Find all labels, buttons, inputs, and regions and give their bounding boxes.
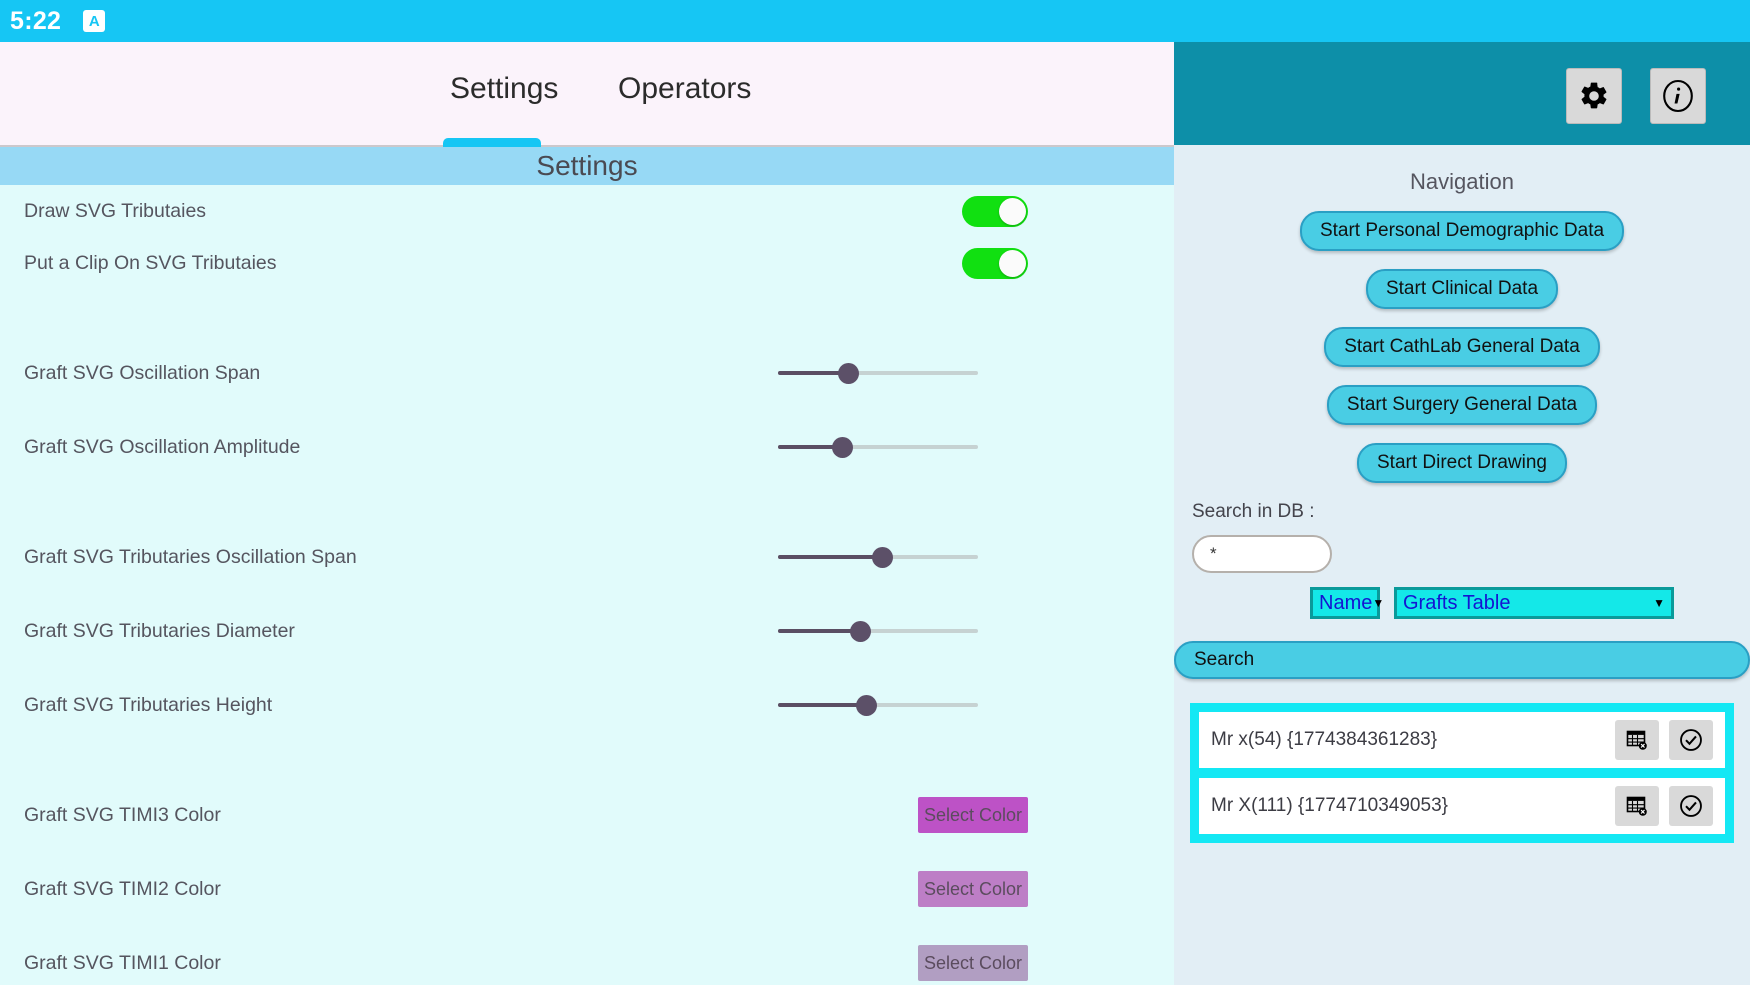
slider-fill — [778, 445, 842, 449]
search-selectors: Name ▼ Grafts Table ▼ — [1174, 587, 1750, 619]
setting-label: Put a Clip On SVG Tributaies — [24, 251, 277, 274]
setting-label: Graft SVG Tributaries Oscillation Span — [24, 545, 357, 568]
slider-fill — [778, 703, 866, 707]
slider-fill — [778, 371, 848, 375]
setting-row: Graft SVG Oscillation Span — [0, 347, 1174, 399]
setting-row: Draw SVG Tributaies — [0, 185, 1174, 237]
search-field-select-value: Name — [1319, 591, 1373, 614]
slider-track — [778, 703, 978, 707]
tab-active-indicator — [443, 138, 541, 147]
android-app-icon: A — [83, 10, 106, 32]
slider-track — [778, 371, 978, 375]
setting-label: Graft SVG Oscillation Amplitude — [24, 435, 301, 458]
setting-label: Graft SVG Oscillation Span — [24, 361, 261, 384]
result-row[interactable]: Mr X(111) {1774710349053} — [1199, 778, 1725, 834]
setting-label: Graft SVG Tributaries Height — [24, 693, 273, 716]
slider-thumb[interactable] — [856, 695, 877, 716]
side-panel-header — [1174, 42, 1750, 145]
select-color-timi3-button[interactable]: Select Color — [918, 797, 1028, 833]
setting-row: Put a Clip On SVG Tributaies — [0, 237, 1174, 289]
search-button[interactable]: Search — [1174, 641, 1750, 679]
toggle-draw-svg-tributaies[interactable] — [962, 195, 1028, 227]
search-label: Search in DB : — [1192, 501, 1315, 522]
settings-pane: Settings Operators Settings Draw SVG Tri… — [0, 42, 1174, 985]
select-color-timi2-button[interactable]: Select Color — [918, 871, 1028, 907]
start-clinical-data-button[interactable]: Start Clinical Data — [1365, 269, 1559, 309]
slider-track — [778, 629, 978, 633]
result-label: Mr X(111) {1774710349053} — [1211, 795, 1448, 816]
section-banner: Settings — [0, 147, 1174, 185]
side-panel: Navigation Start Personal Demographic Da… — [1174, 42, 1750, 985]
setting-row: Graft SVG Tributaries Oscillation Span — [0, 531, 1174, 583]
setting-row: Graft SVG TIMI3 Color Select Color — [0, 789, 1174, 841]
status-bar: 5:22 A — [0, 0, 1750, 42]
check-circle-icon[interactable] — [1669, 786, 1713, 826]
slider-thumb[interactable] — [872, 547, 893, 568]
navigation-title: Navigation — [1410, 169, 1514, 194]
start-personal-demographic-data-button[interactable]: Start Personal Demographic Data — [1299, 211, 1625, 251]
gear-icon[interactable] — [1566, 68, 1622, 124]
slider-graft-svg-tributaries-diameter[interactable] — [778, 616, 978, 646]
slider-thumb[interactable] — [850, 621, 871, 642]
toggle-clip-on-svg-tributaies[interactable] — [962, 247, 1028, 279]
setting-row: Graft SVG Oscillation Amplitude — [0, 421, 1174, 473]
search-input[interactable] — [1192, 535, 1332, 573]
setting-row: Graft SVG TIMI2 Color Select Color — [0, 863, 1174, 915]
slider-track — [778, 445, 978, 449]
slider-graft-svg-tributaries-oscillation-span[interactable] — [778, 542, 978, 572]
navigation-buttons: Start Personal Demographic Data Start Cl… — [1174, 211, 1750, 483]
search-table-select-value: Grafts Table — [1403, 591, 1511, 614]
setting-label: Graft SVG TIMI2 Color — [24, 877, 221, 900]
setting-row: Graft SVG Tributaries Diameter — [0, 605, 1174, 657]
result-row[interactable]: Mr x(54) {1774384361283} — [1199, 712, 1725, 768]
start-surgery-general-data-button[interactable]: Start Surgery General Data — [1326, 385, 1598, 425]
search-results: Mr x(54) {1774384361283} — [1190, 703, 1734, 843]
toggle-knob — [999, 249, 1026, 277]
start-cathlab-general-data-button[interactable]: Start CathLab General Data — [1324, 327, 1600, 367]
slider-graft-svg-tributaries-height[interactable] — [778, 690, 978, 720]
table-delete-icon[interactable] — [1615, 786, 1659, 826]
setting-label: Draw SVG Tributaies — [24, 199, 207, 222]
slider-thumb[interactable] — [838, 363, 859, 384]
tab-settings[interactable]: Settings — [450, 72, 559, 105]
tab-operators[interactable]: Operators — [618, 72, 752, 105]
setting-row: Graft SVG TIMI1 Color Select Color — [0, 937, 1174, 985]
slider-graft-svg-oscillation-amplitude[interactable] — [778, 432, 978, 462]
start-direct-drawing-button[interactable]: Start Direct Drawing — [1357, 443, 1567, 483]
search-field-select[interactable]: Name ▼ — [1310, 587, 1384, 619]
search-table-select[interactable]: Grafts Table ▼ — [1394, 587, 1674, 619]
check-circle-icon[interactable] — [1669, 720, 1713, 760]
select-color-timi1-button[interactable]: Select Color — [918, 945, 1028, 981]
info-icon[interactable] — [1650, 68, 1706, 124]
setting-row: Graft SVG Tributaries Height — [0, 679, 1174, 731]
result-label: Mr x(54) {1774384361283} — [1211, 729, 1438, 750]
tab-bar: Settings Operators — [0, 42, 1174, 147]
setting-label: Graft SVG TIMI3 Color — [24, 803, 221, 826]
setting-label: Graft SVG Tributaries Diameter — [24, 619, 295, 642]
chevron-down-icon: ▼ — [1372, 596, 1385, 610]
setting-label: Graft SVG TIMI1 Color — [24, 951, 221, 974]
toggle-knob — [999, 197, 1026, 225]
slider-fill — [778, 555, 882, 559]
table-delete-icon[interactable] — [1615, 720, 1659, 760]
slider-thumb[interactable] — [832, 437, 853, 458]
chevron-down-icon: ▼ — [1653, 596, 1665, 610]
slider-graft-svg-oscillation-span[interactable] — [778, 358, 978, 388]
slider-fill — [778, 629, 860, 633]
settings-list: Draw SVG Tributaies Put a Clip On SVG Tr… — [0, 185, 1174, 985]
status-time: 5:22 — [10, 6, 62, 35]
